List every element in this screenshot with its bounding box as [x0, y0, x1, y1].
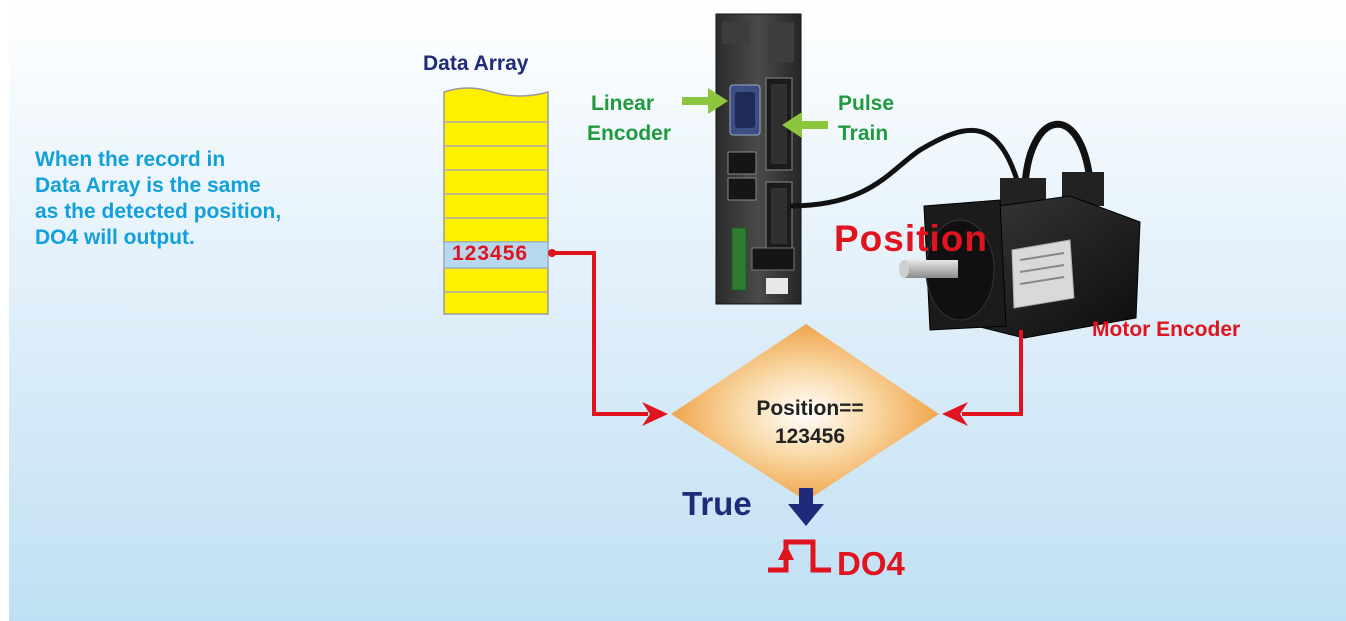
position-label: Position: [834, 218, 988, 259]
data-array-highlight-row: [443, 241, 549, 269]
pulse-train-label-line: Pulse: [838, 92, 895, 115]
true-label: True: [682, 485, 752, 522]
pulse-icon: [768, 539, 831, 573]
array-arrowhead: [642, 402, 668, 426]
motor-encoder-label: Motor Encoder: [1092, 318, 1241, 341]
linear-encoder-label: Linear Encoder: [587, 89, 671, 149]
data-array-table: [443, 87, 549, 315]
explanation-line: When the record in: [35, 148, 226, 171]
compare-condition-line: 123456: [774, 425, 846, 448]
encoder-cable: [789, 127, 1023, 209]
explanation-line: as the detected position,: [35, 200, 282, 223]
true-arrow: [788, 488, 824, 526]
explanation-line: Data Array is the same: [35, 174, 261, 197]
explanation-line: DO4 will output.: [35, 226, 195, 249]
servo-motor: [899, 172, 1141, 339]
linear-encoder-arrow: [682, 88, 728, 114]
encoder-to-compare-line: [962, 330, 1023, 416]
servo-drive: [715, 13, 802, 305]
compare-condition-line: Position==: [756, 397, 864, 420]
data-array-highlight-value: 123456: [452, 242, 529, 265]
compare-diamond: [671, 324, 939, 501]
data-array-title: Data Array: [423, 52, 529, 75]
pulse-train-label-line: Train: [838, 122, 889, 145]
do4-output-label: DO4: [837, 545, 905, 582]
linear-encoder-label-line: Encoder: [587, 122, 672, 145]
explanation-text: When the record in Data Array is the sam…: [35, 147, 281, 251]
compare-condition-text: Position== 123456: [720, 395, 900, 451]
encoder-arrowhead: [942, 402, 968, 426]
pulse-train-label: Pulse Train: [838, 89, 894, 149]
linear-encoder-label-line: Linear: [591, 92, 655, 115]
array-to-compare-line: [550, 251, 648, 416]
pulse-train-arrow: [782, 112, 828, 138]
